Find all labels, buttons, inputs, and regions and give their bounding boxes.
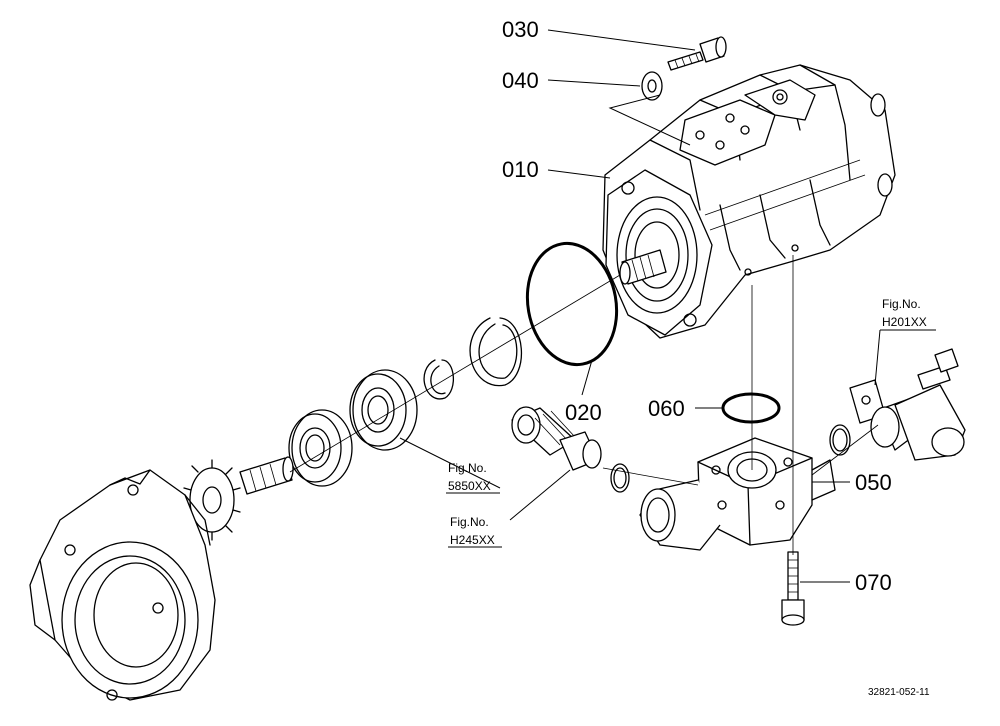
callout-010: 010 (502, 157, 539, 182)
bearing-rear (288, 409, 353, 487)
figure-ref-5850: Fig.No. 5850XX (446, 461, 500, 494)
bolt-070 (781, 551, 805, 626)
o-ring-060 (721, 392, 781, 424)
bolt-030 (667, 36, 727, 71)
figure-ref-5850-line2: 5850XX (448, 479, 491, 493)
callout-060: 060 (648, 396, 685, 421)
elbow-block-050 (639, 437, 836, 551)
assembly-axis-lines (289, 255, 879, 555)
callout-070: 070 (855, 570, 892, 595)
bearing-front (349, 369, 418, 451)
elbow-fitting-h201 (829, 348, 966, 461)
callout-030: 030 (502, 17, 539, 42)
figure-ref-h245-line2: H245XX (450, 533, 495, 547)
drive-gear-shaft (183, 456, 294, 541)
diagram-code: 32821-052-11 (868, 687, 930, 698)
small-o-ring (610, 463, 630, 493)
snap-ring-small (423, 359, 454, 400)
figure-ref-5850-line1: Fig.No. (448, 461, 487, 475)
callout-040: 040 (502, 68, 539, 93)
hydraulic-pump-body (602, 64, 896, 339)
adapter-fitting (511, 406, 602, 471)
callout-020: 020 (565, 400, 602, 425)
figure-ref-h201: Fig.No. H201XX (880, 297, 936, 331)
figure-ref-h201-line1: Fig.No. (882, 297, 921, 311)
figure-ref-h201-line2: H201XX (882, 315, 927, 329)
washer-040 (641, 71, 663, 101)
figure-ref-h245: Fig.No. H245XX (448, 515, 502, 548)
gear-housing-cover (29, 469, 216, 701)
figure-ref-h245-line1: Fig.No. (450, 515, 489, 529)
callout-050: 050 (855, 470, 892, 495)
o-ring-020 (525, 241, 619, 367)
snap-ring-large (469, 317, 523, 387)
leader-lines (399, 29, 881, 583)
